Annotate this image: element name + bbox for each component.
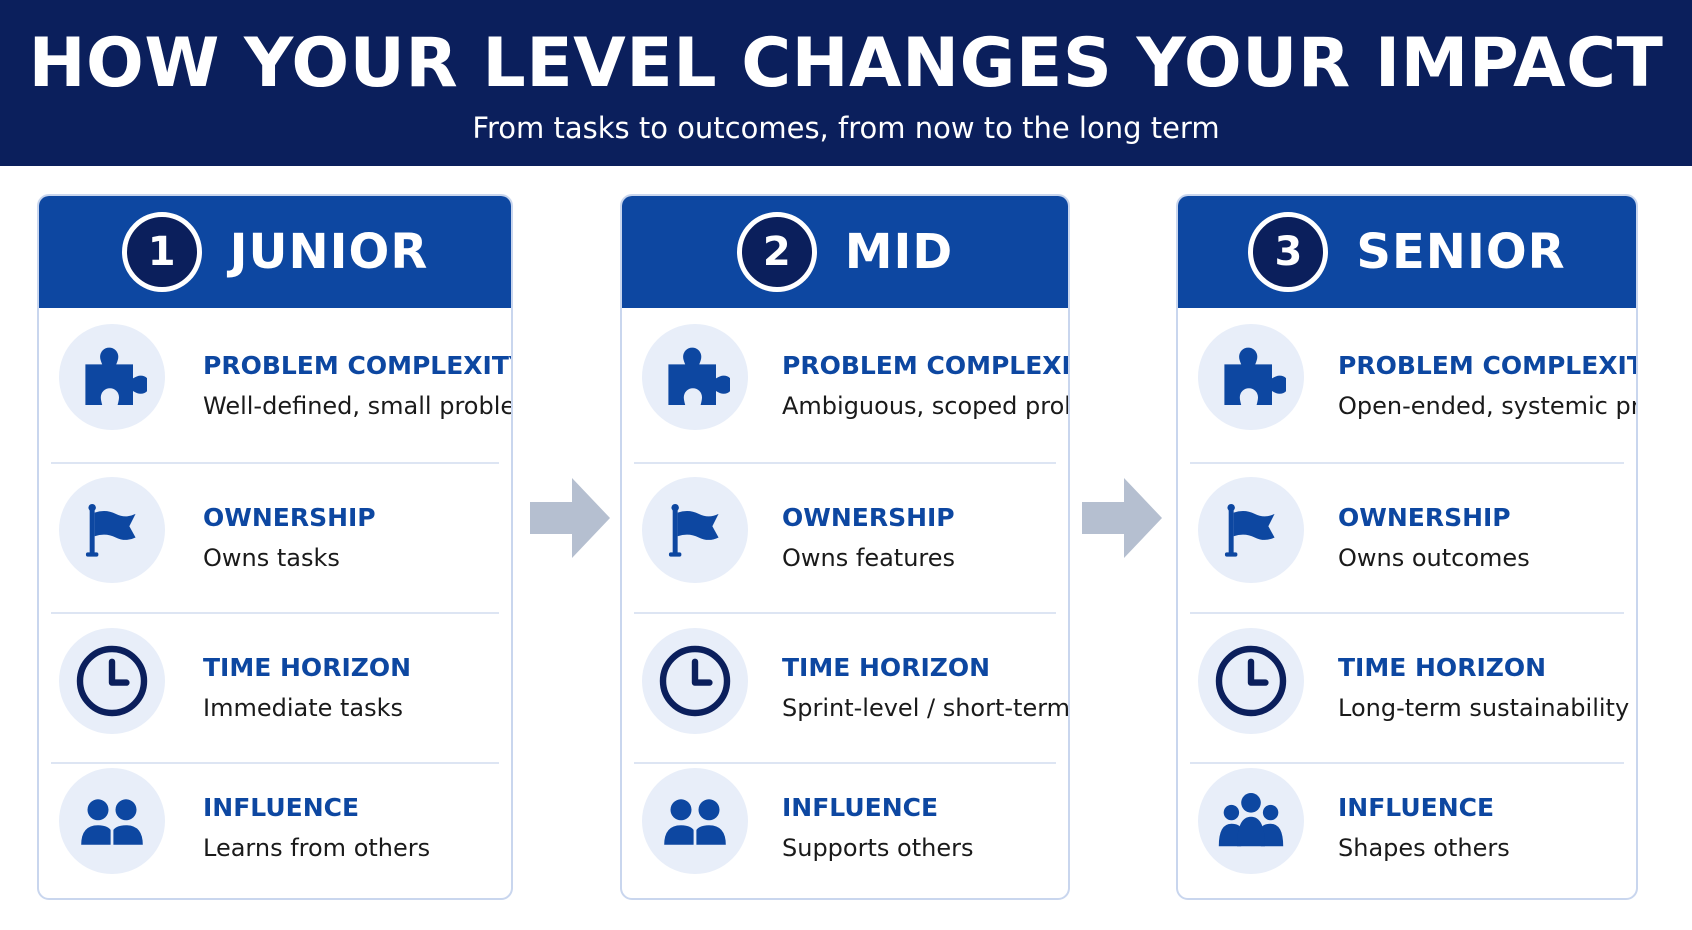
row-label: PROBLEM COMPLEXITY (782, 351, 1070, 380)
clock-icon (1198, 628, 1304, 734)
row-ownership: OWNERSHIP Owns tasks (51, 464, 499, 614)
group-icon (1198, 768, 1304, 874)
row-label: OWNERSHIP (1338, 503, 1511, 532)
level-header: 2 MID (622, 196, 1068, 308)
row-description: Owns outcomes (1338, 544, 1530, 572)
row-label: INFLUENCE (1338, 793, 1495, 822)
level-card-mid: 2 MID PROBLEM COMPLEXITY Ambiguous, scope… (620, 194, 1070, 900)
level-header: 3 SENIOR (1178, 196, 1636, 308)
level-name: SENIOR (1356, 224, 1566, 280)
row-label: INFLUENCE (203, 793, 360, 822)
row-ownership: OWNERSHIP Owns features (634, 464, 1056, 614)
arrow-right-icon (530, 478, 610, 558)
level-header: 1 JUNIOR (39, 196, 511, 308)
puzzle-icon (642, 324, 748, 430)
page-title: HOW YOUR LEVEL CHANGES YOUR IMPACT (28, 24, 1664, 103)
flag-icon (59, 477, 165, 583)
row-problem-complexity: PROBLEM COMPLEXITY Ambiguous, scoped prob… (634, 314, 1070, 464)
two-people-icon (642, 768, 748, 874)
row-label: PROBLEM COMPLEXITY (203, 351, 513, 380)
two-people-icon (59, 768, 165, 874)
row-problem-complexity: PROBLEM COMPLEXITY Well-defined, small pr… (51, 314, 513, 464)
row-ownership: OWNERSHIP Owns outcomes (1190, 464, 1624, 614)
row-description: Immediate tasks (203, 694, 404, 722)
row-label: TIME HORIZON (203, 653, 412, 682)
clock-icon (59, 628, 165, 734)
row-description: Shapes others (1338, 834, 1510, 862)
puzzle-icon (59, 324, 165, 430)
row-influence: INFLUENCE Shapes others (1190, 764, 1624, 898)
level-number-badge: 1 (121, 212, 202, 292)
row-label: INFLUENCE (782, 793, 939, 822)
puzzle-icon (1198, 324, 1304, 430)
row-time-horizon: TIME HORIZON Long-term sustainability (1190, 614, 1630, 764)
row-description: Sprint-level / short-term (782, 694, 1070, 722)
level-card-senior: 3 SENIOR PROBLEM COMPLEXITY Open-ended, s… (1176, 194, 1638, 900)
row-description: Owns features (782, 544, 956, 572)
page-subtitle: From tasks to outcomes, from now to the … (472, 111, 1220, 145)
flag-icon (1198, 477, 1304, 583)
row-description: Supports others (782, 834, 974, 862)
level-card-junior: 1 JUNIOR PROBLEM COMPLEXITY Well-defined,… (37, 194, 513, 900)
row-description: Learns from others (203, 834, 431, 862)
row-description: Well-defined, small problems (203, 392, 511, 420)
row-label: OWNERSHIP (203, 503, 376, 532)
row-influence: INFLUENCE Supports others (634, 764, 1056, 898)
row-label: PROBLEM COMPLEXITY (1338, 351, 1638, 380)
row-description: Long-term sustainability (1338, 694, 1630, 722)
row-time-horizon: TIME HORIZON Sprint-level / short-term (634, 614, 1070, 764)
row-label: TIME HORIZON (782, 653, 991, 682)
level-number-badge: 2 (736, 212, 817, 292)
level-name: MID (844, 224, 954, 280)
row-description: Owns tasks (203, 544, 340, 572)
title-banner: HOW YOUR LEVEL CHANGES YOUR IMPACT From … (0, 0, 1692, 166)
clock-icon (642, 628, 748, 734)
row-problem-complexity: PROBLEM COMPLEXITY Open-ended, systemic p… (1190, 314, 1638, 464)
flag-icon (642, 477, 748, 583)
row-description: Open-ended, systemic problems (1338, 392, 1638, 420)
row-label: TIME HORIZON (1338, 653, 1547, 682)
row-time-horizon: TIME HORIZON Immediate tasks (51, 614, 499, 764)
arrow-right-icon (1082, 478, 1162, 558)
level-number-badge: 3 (1248, 212, 1329, 292)
row-influence: INFLUENCE Learns from others (51, 764, 499, 898)
row-description: Ambiguous, scoped problems (782, 392, 1068, 420)
row-label: OWNERSHIP (782, 503, 955, 532)
level-name: JUNIOR (229, 224, 429, 280)
